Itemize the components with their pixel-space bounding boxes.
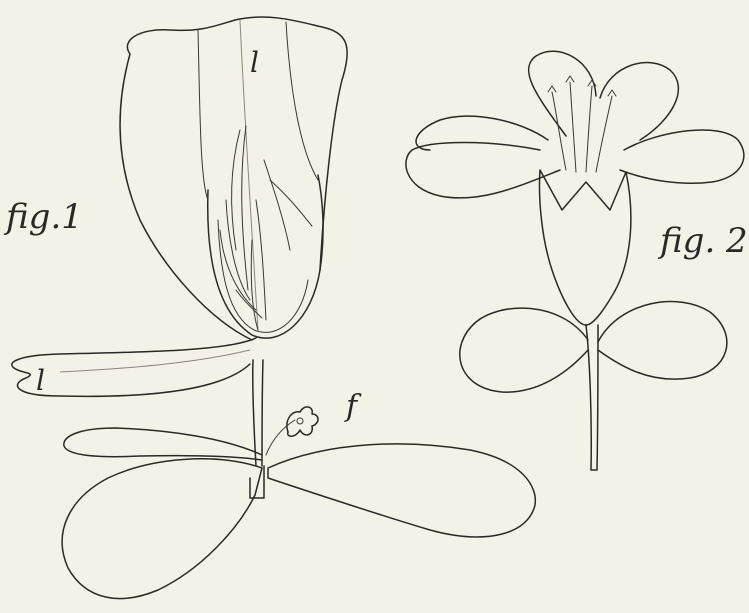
fig1-label-upper-l: l	[250, 46, 259, 79]
fig1-label-f: f	[344, 389, 362, 424]
fig1-illustration	[12, 17, 535, 599]
fig2-left-leaf	[460, 308, 588, 392]
fig2-petal-upper-left	[416, 116, 548, 150]
fig2-right-leaf	[598, 302, 727, 380]
fig1-lower-leaf	[62, 459, 262, 599]
fig2-calyx	[540, 170, 631, 325]
fig2-petal-right	[620, 130, 744, 183]
fig2-stamens	[548, 76, 616, 172]
fig1-right-leaf	[268, 444, 535, 537]
fig1-stamens	[220, 126, 312, 330]
fig2-petal-upper-right	[600, 63, 678, 140]
fig1-small-flower	[266, 407, 318, 455]
fig1-main-stem	[253, 360, 263, 466]
fig2-caption: fig. 2	[657, 221, 748, 261]
fig1-corolla-left	[120, 54, 252, 340]
fig1-label-lower-l: l	[36, 364, 45, 397]
fig1-caption: fig.1	[3, 197, 83, 237]
fig2-petal-top	[529, 51, 596, 136]
fig1-left-upper-leaf	[64, 428, 262, 460]
fig2-petal-left	[406, 143, 560, 198]
fig2-stem	[586, 325, 598, 470]
